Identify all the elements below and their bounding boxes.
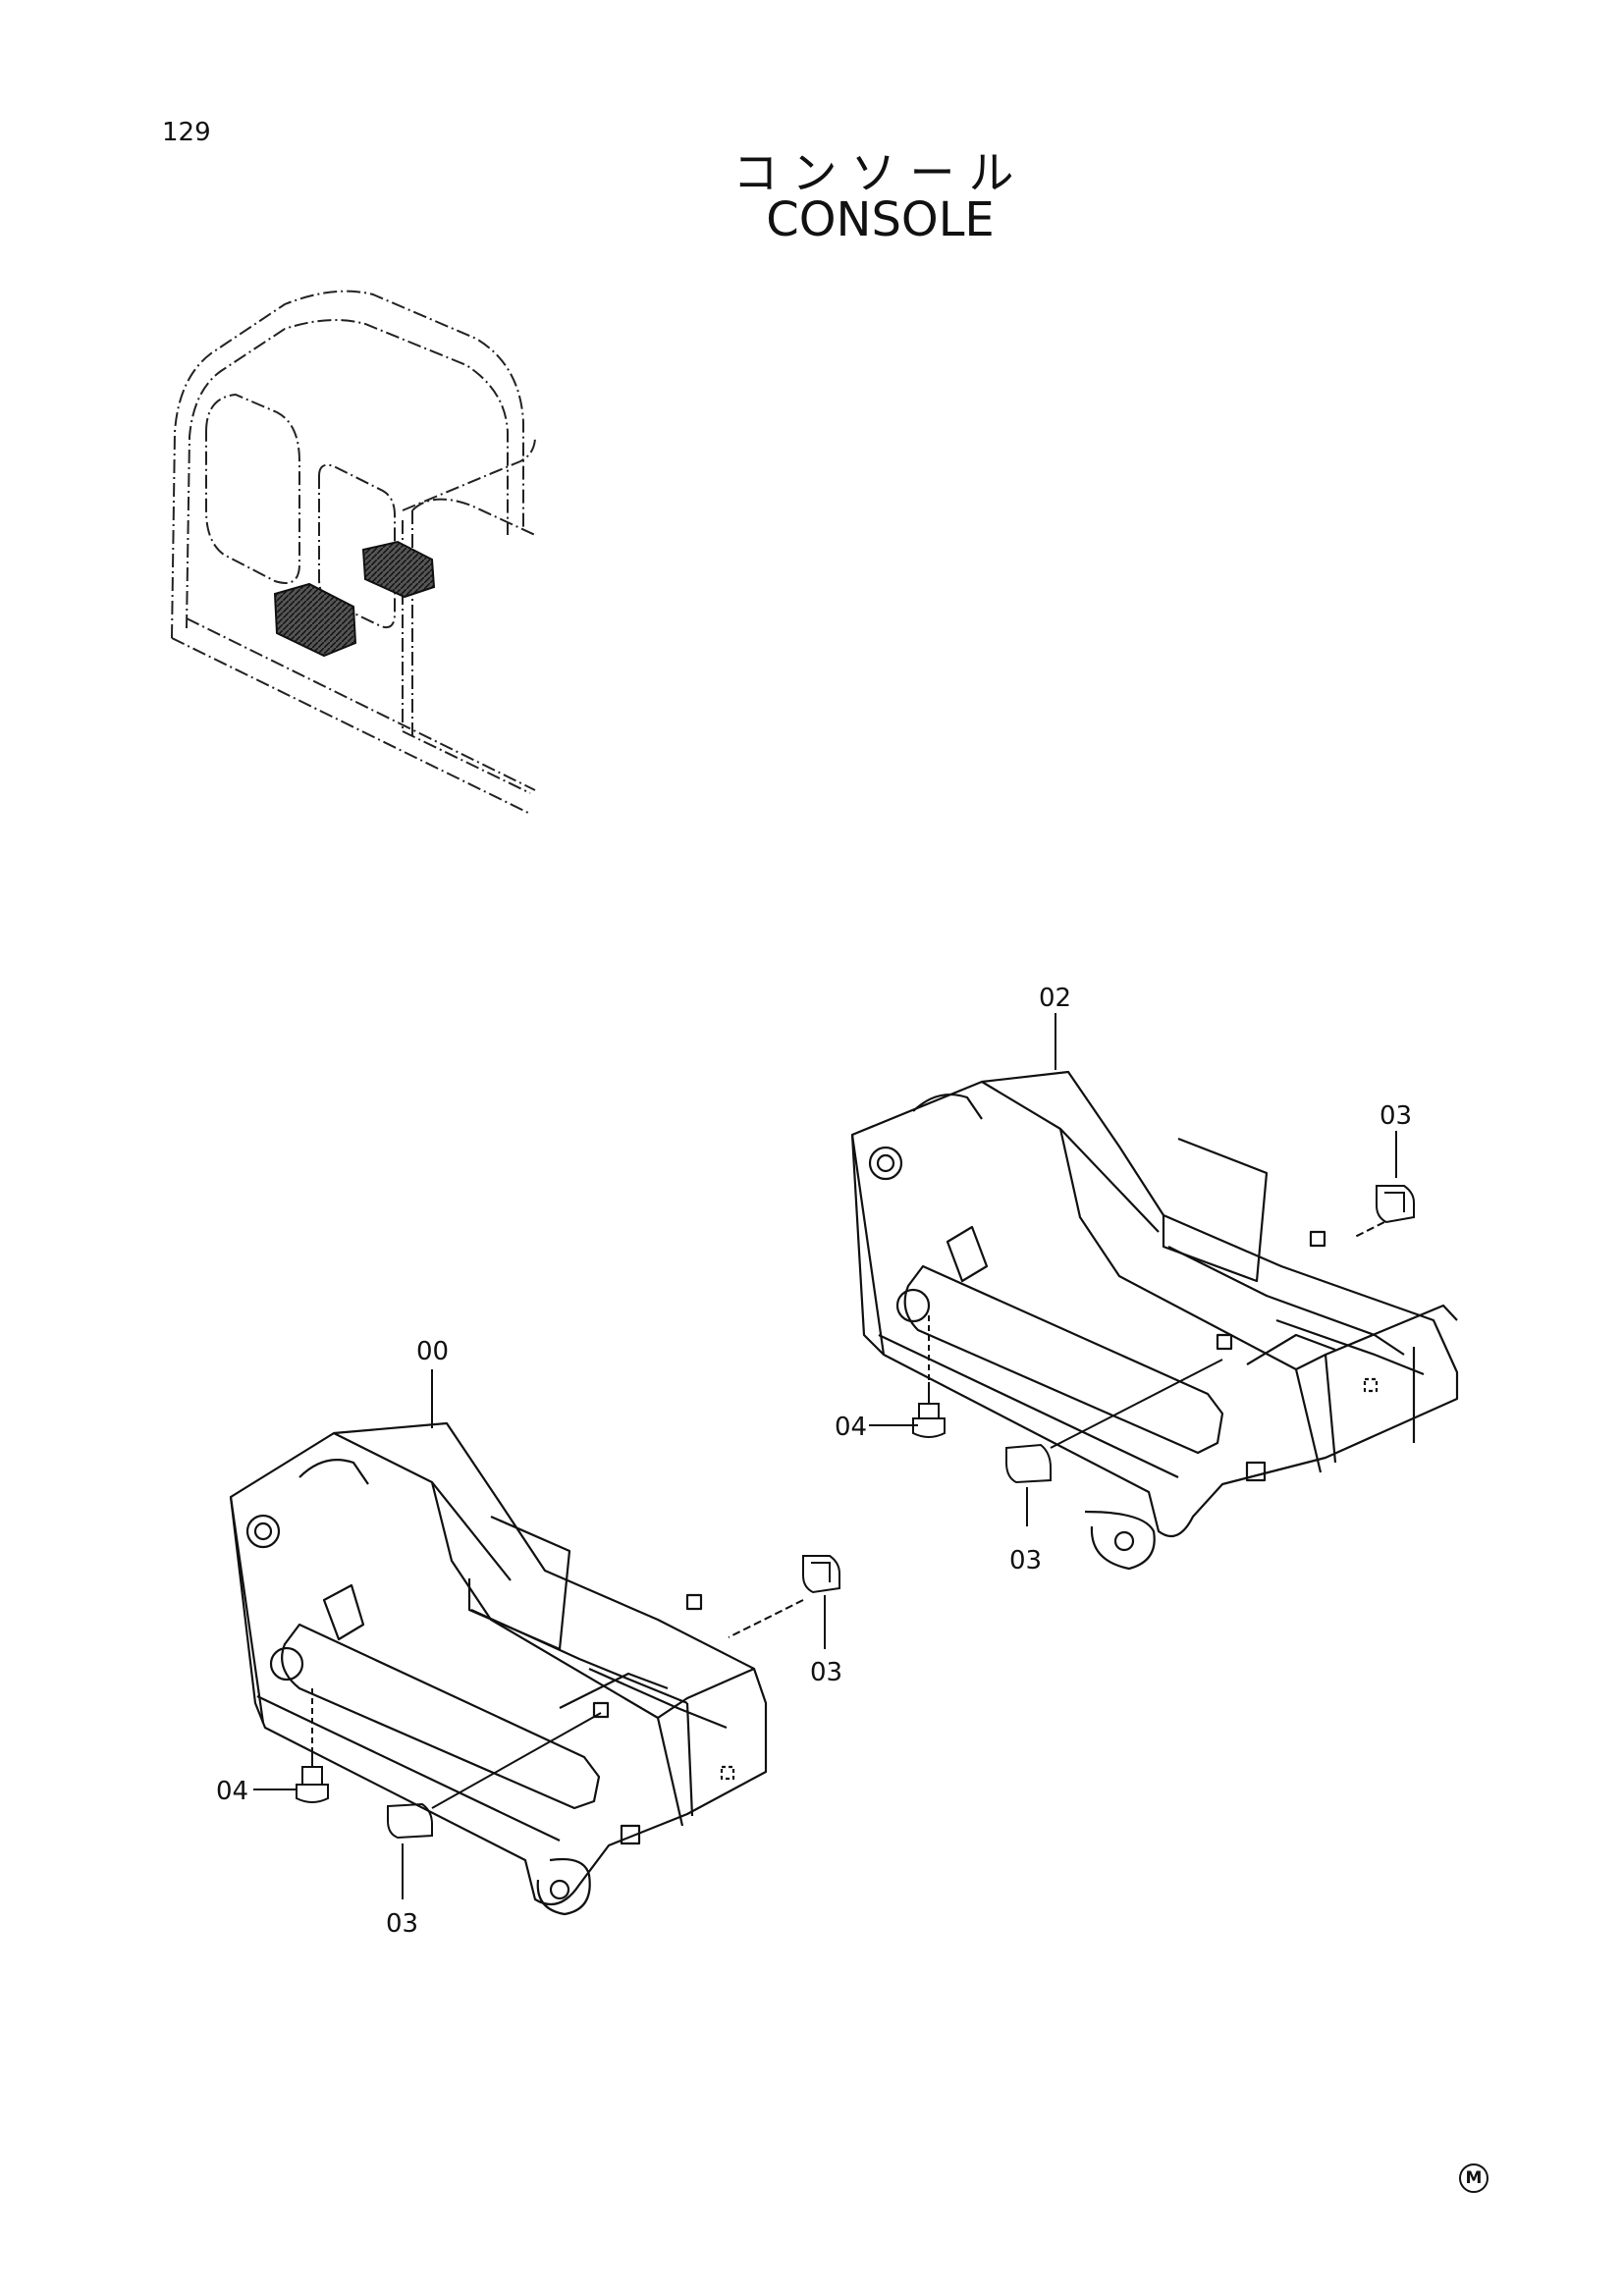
callout-00: 00: [416, 1337, 449, 1366]
callout-04-left: 04: [216, 1777, 248, 1806]
callout-03-right-bottom: 03: [1009, 1546, 1042, 1575]
title-japanese: コンソール: [732, 146, 1028, 199]
grommet-03-right-bottom: [1005, 1359, 1223, 1484]
page-number: 129: [162, 118, 211, 147]
callout-03-left-bottom: 03: [386, 1909, 418, 1939]
grommet-03-left-bottom: [387, 1712, 602, 1840]
cab-location-view: [171, 290, 536, 814]
title-english: CONSOLE: [766, 192, 995, 247]
bolt-04-left: [296, 1688, 329, 1803]
leader-lines: [253, 1013, 1397, 1899]
console-location-highlight: [273, 540, 436, 658]
grommet-03-right-top: [1354, 1185, 1415, 1238]
callout-03-right-top: 03: [1380, 1101, 1412, 1131]
callout-03-left-right: 03: [810, 1658, 842, 1687]
m-mark: M: [1459, 2163, 1488, 2193]
console-right-assembly: [850, 1070, 1459, 1571]
callout-04-right: 04: [835, 1413, 867, 1442]
bolt-04-right: [912, 1315, 946, 1438]
grommet-03-left-right: [728, 1555, 840, 1638]
callout-02: 02: [1039, 984, 1071, 1013]
console-left-assembly: [229, 1421, 768, 1916]
